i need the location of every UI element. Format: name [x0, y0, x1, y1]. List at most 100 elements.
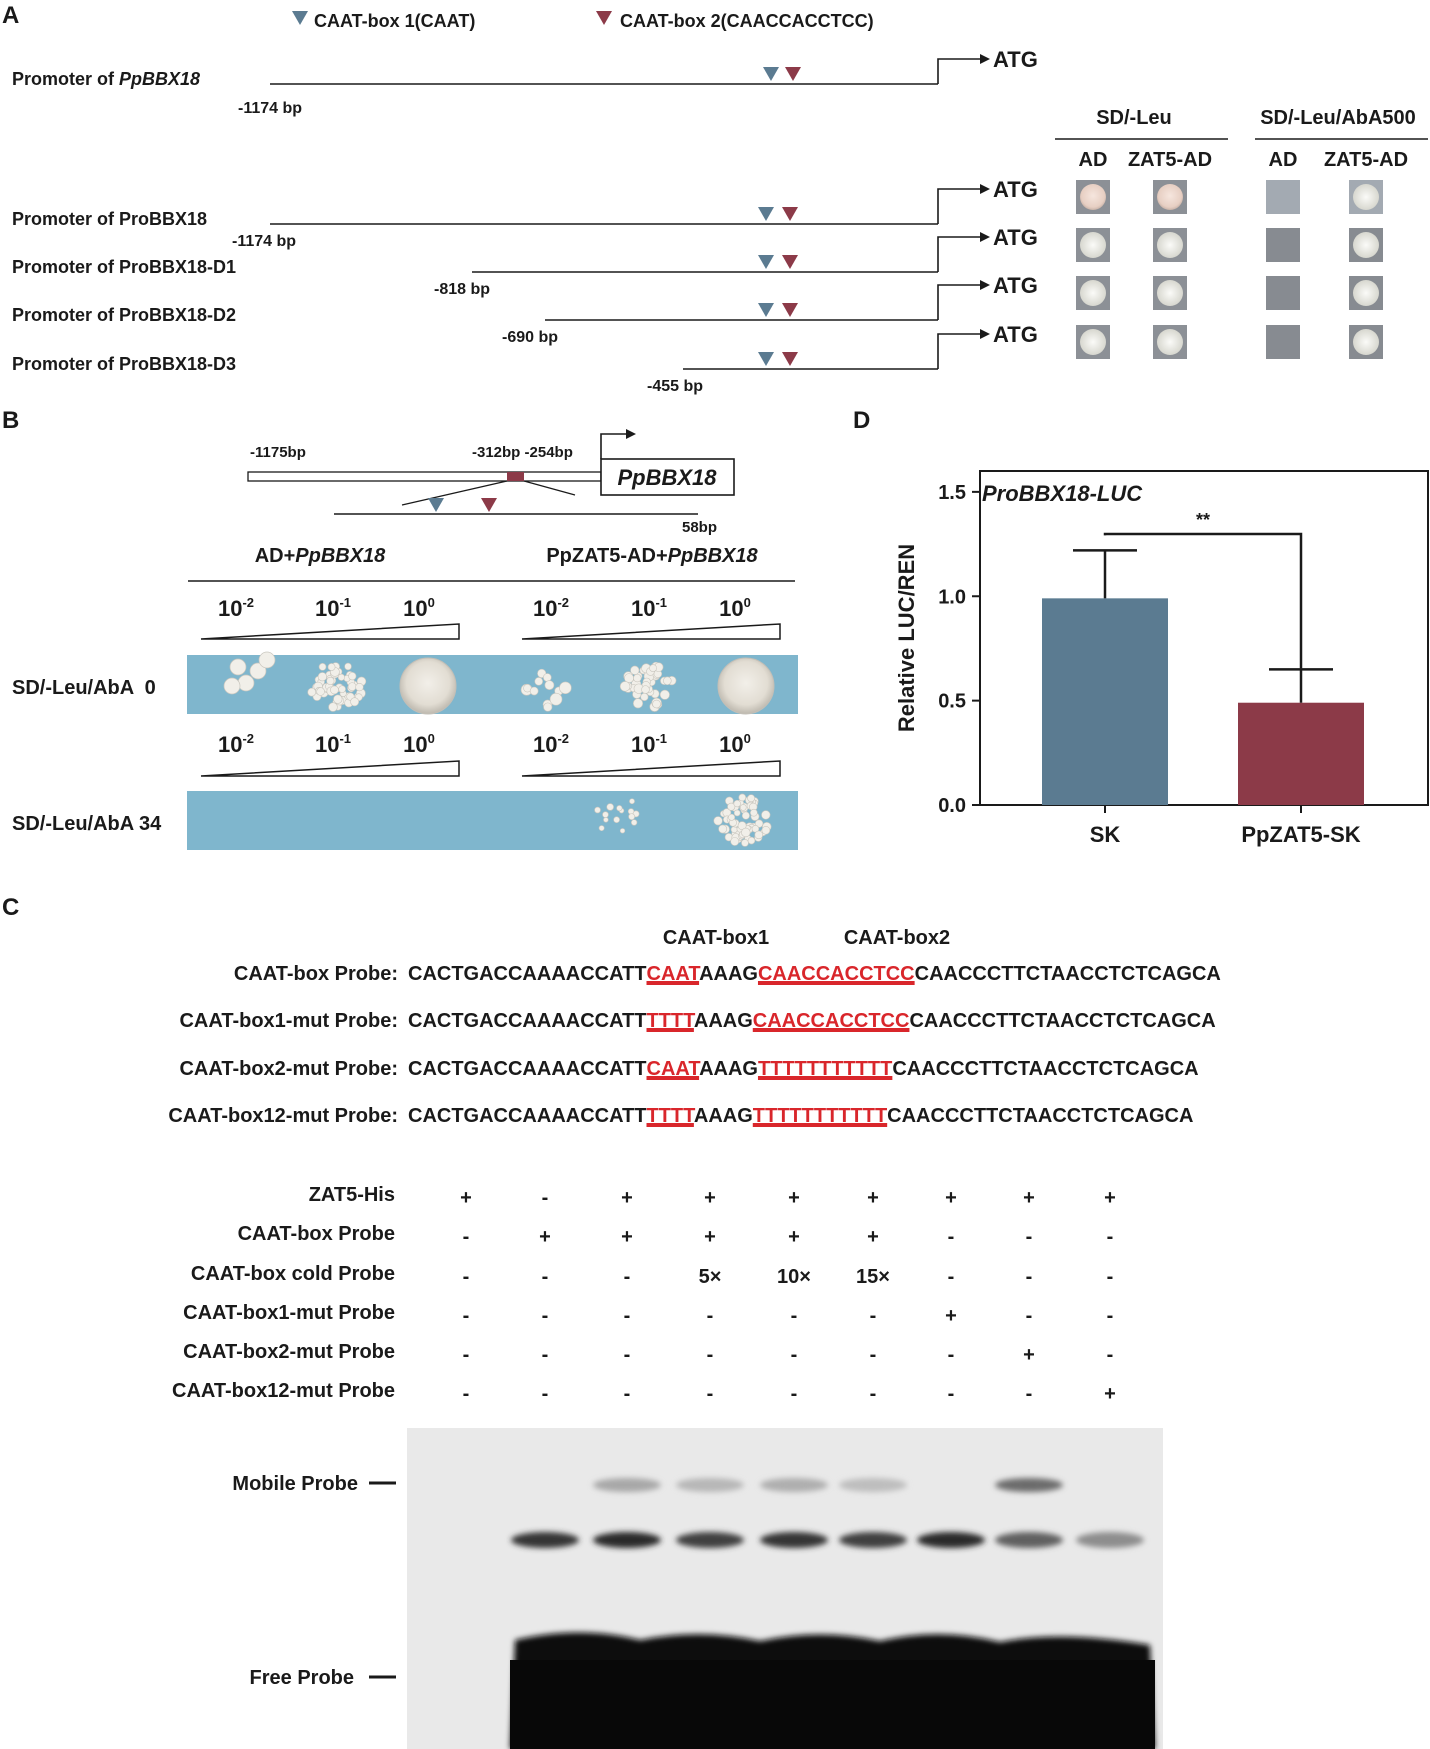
top-atg: ATG [993, 47, 1038, 72]
table-cell: - [624, 1305, 631, 1327]
table-cell: - [1107, 1266, 1114, 1288]
plot-frame [979, 470, 1429, 806]
colony [619, 681, 631, 692]
gel-band [760, 1532, 828, 1548]
colony [350, 697, 360, 707]
table-cell: + [1104, 1383, 1116, 1405]
probe-name: CAAT-box1-mut Probe: [179, 1010, 398, 1032]
dilution-wedge [521, 623, 781, 640]
table-cell: - [1026, 1266, 1033, 1288]
legend-box1-triangle [292, 11, 308, 25]
promoter-name: Promoter of ProBBX18-D3 [12, 354, 236, 374]
colony [328, 702, 338, 712]
dilution-wedge [200, 623, 460, 640]
yeast-spot [1080, 232, 1106, 258]
colony [747, 836, 756, 845]
colony [663, 676, 672, 686]
colony [727, 802, 736, 811]
yeast-spot [1157, 329, 1183, 355]
dilution-label: 10-1 [315, 731, 351, 757]
colony [338, 685, 346, 693]
header-ad-1: AD [1079, 149, 1108, 171]
dilution-label: 100 [403, 731, 435, 757]
colony [223, 677, 241, 695]
yeast-spot [1353, 329, 1379, 355]
probe-sequence: CACTGACCAAAACCATTCAATAAAGCAACCACCTCCCAAC… [408, 963, 1221, 985]
mobile-band [676, 1478, 744, 1492]
caat-region [507, 472, 524, 481]
dilution-label: 10-1 [631, 731, 667, 757]
promoter-name: Promoter of ProBBX18-D2 [12, 305, 236, 325]
legend-box2-text: CAAT-box 2(CAACCACCTCC) [620, 11, 874, 31]
gel-band [676, 1532, 744, 1548]
pos-end: 58bp [682, 519, 717, 536]
colony [754, 830, 764, 840]
bar [1042, 598, 1168, 805]
table-cell: - [791, 1383, 798, 1405]
table-cell: + [945, 1187, 957, 1209]
colony [327, 663, 336, 671]
table-cell: - [624, 1344, 631, 1366]
header-sd-leu: SD/-Leu [1096, 107, 1172, 129]
colony [399, 657, 457, 715]
tss-arrowhead [626, 429, 636, 439]
table-cell: - [948, 1226, 955, 1248]
y-tick-label: 0.5 [938, 691, 966, 713]
dilution-label: 100 [719, 731, 751, 757]
b-box2-triangle [481, 498, 497, 512]
colony [728, 813, 736, 821]
colony [347, 682, 357, 691]
colony [641, 685, 650, 694]
table-cell: 5× [699, 1266, 722, 1288]
probe-sequence: CACTGACCAAAACCATTCAATAAAGTTTTTTTTTTTCAAC… [408, 1058, 1199, 1080]
colony [337, 673, 345, 681]
gel-band [593, 1532, 661, 1548]
table-cell: - [463, 1383, 470, 1405]
zoom-line-right [523, 480, 576, 496]
colony [718, 824, 728, 834]
significance-bracket [1103, 532, 1303, 669]
atg-arrowhead [980, 232, 990, 242]
panel-c-label: C [2, 894, 19, 921]
pos-start: -1175bp [250, 444, 306, 461]
yeast-spot-tile [1266, 276, 1300, 310]
colony [559, 681, 572, 695]
colony [318, 663, 327, 671]
atg-arrow [937, 188, 980, 224]
table-cell: - [1107, 1226, 1114, 1248]
atg-label: ATG [993, 322, 1038, 347]
panel-d-label: D [853, 407, 870, 434]
table-cell: - [624, 1383, 631, 1405]
top-box2-triangle [785, 67, 801, 81]
free-probe-label: Free Probe [250, 1667, 354, 1689]
colony [258, 651, 276, 669]
colony [659, 689, 670, 700]
table-cell: + [788, 1187, 800, 1209]
colony [543, 702, 553, 712]
table-cell: - [542, 1266, 549, 1288]
table-cell: + [621, 1226, 633, 1248]
table-cell: - [1107, 1344, 1114, 1366]
table-cell: - [791, 1344, 798, 1366]
colony [307, 687, 317, 697]
box2-triangle [782, 352, 798, 366]
yeast-spot [1080, 184, 1106, 210]
table-cell: - [463, 1266, 470, 1288]
legend-box2-triangle [596, 11, 612, 25]
free-probe-core [510, 1660, 1155, 1749]
box1-triangle [758, 303, 774, 317]
table-cell: - [870, 1383, 877, 1405]
y-tick-label: 1.0 [938, 586, 966, 608]
colony [741, 811, 750, 820]
table-cell: + [1023, 1187, 1035, 1209]
gel-band [839, 1532, 907, 1548]
row-label-aba34: SD/-Leu/AbA 34 [12, 813, 162, 835]
table-cell: - [463, 1305, 470, 1327]
table-cell: - [542, 1305, 549, 1327]
chart-title: ProBBX18-LUC [982, 481, 1143, 506]
mobile-band [995, 1478, 1063, 1492]
colony [630, 665, 640, 675]
atg-label: ATG [993, 177, 1038, 202]
table-cell: - [463, 1226, 470, 1248]
